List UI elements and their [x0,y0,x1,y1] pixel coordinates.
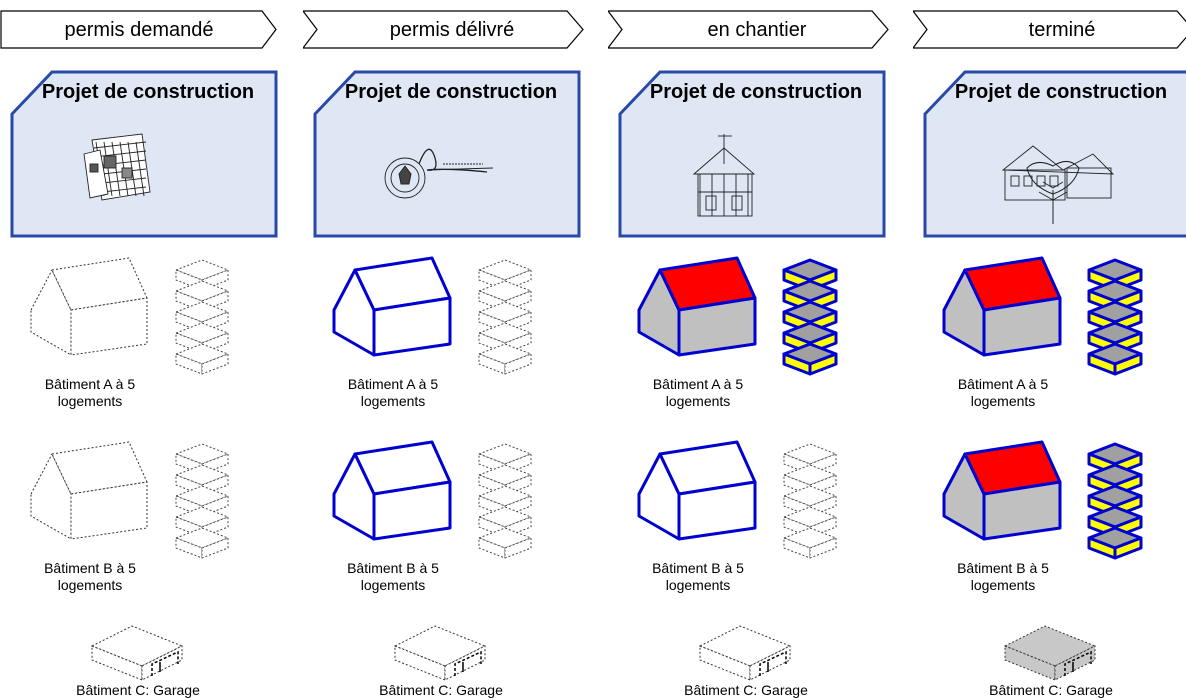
stage-header: permis délivré [303,10,599,50]
stage-header: terminé [913,10,1186,50]
housing-units-stack-icon [175,443,229,559]
housing-units-stack-icon [783,443,837,559]
project-box: Projet de construction [618,70,886,238]
building-label: Bâtiment B à 5 logements [44,560,136,593]
garage-icon [90,625,184,681]
building-label: Bâtiment B à 5 logements [652,560,744,593]
plans-drawing [83,133,151,201]
project-box: Projet de construction [313,70,581,238]
garage-label: Bâtiment C: Garage [76,682,200,698]
building-label: Bâtiment A à 5 logements [44,376,136,409]
stage-label: permis délivré [389,19,515,41]
project-title: Projet de construction [41,81,255,103]
stage-chevron [303,10,584,49]
project-box: Projet de construction [10,70,278,238]
stage-label: terminé [1028,19,1096,41]
building-house-icon [637,440,757,541]
building-house-icon [942,256,1062,357]
project-title: Projet de construction [649,81,863,103]
housing-units-stack-icon [478,443,532,559]
housing-units-stack-icon [1087,442,1143,560]
stage-header: en chantier [608,10,904,50]
house-under-construction-drawing [692,134,756,217]
building-label: Bâtiment B à 5 logements [347,560,439,593]
building-label: Bâtiment B à 5 logements [957,560,1049,593]
building-house-icon [942,440,1062,541]
garage-label: Bâtiment C: Garage [989,682,1113,698]
housing-units-stack-icon [782,258,838,376]
project-box: Projet de construction [923,70,1186,238]
stage-chevron [0,10,277,49]
stage-header: permis demandé [0,10,296,50]
building-house-icon [30,257,148,356]
building-house-icon [332,256,452,357]
building-label: Bâtiment A à 5 logements [957,376,1049,409]
stage-label: permis demandé [64,19,214,41]
stamp-signature-drawing [384,148,494,199]
project-box-shape [923,70,1186,238]
building-house-icon [332,440,452,541]
garage-label: Bâtiment C: Garage [379,682,503,698]
stage-chevron [608,10,889,49]
building-house-icon [637,256,757,357]
stage-chevron [913,10,1186,49]
stage-label: en chantier [707,19,807,41]
garage-icon [698,625,792,681]
project-box-shape [313,70,581,238]
building-label: Bâtiment A à 5 logements [652,376,744,409]
project-box-shape [618,70,886,238]
housing-units-stack-icon [1087,258,1143,376]
finished-house-tree-drawing [1001,145,1115,224]
project-title: Projet de construction [954,81,1168,103]
building-label: Bâtiment A à 5 logements [347,376,439,409]
project-title: Projet de construction [344,81,558,103]
building-house-icon [30,441,148,540]
garage-label: Bâtiment C: Garage [684,682,808,698]
housing-units-stack-icon [478,259,532,375]
garage-icon [393,625,487,681]
garage-icon [1003,625,1097,681]
housing-units-stack-icon [175,259,229,375]
